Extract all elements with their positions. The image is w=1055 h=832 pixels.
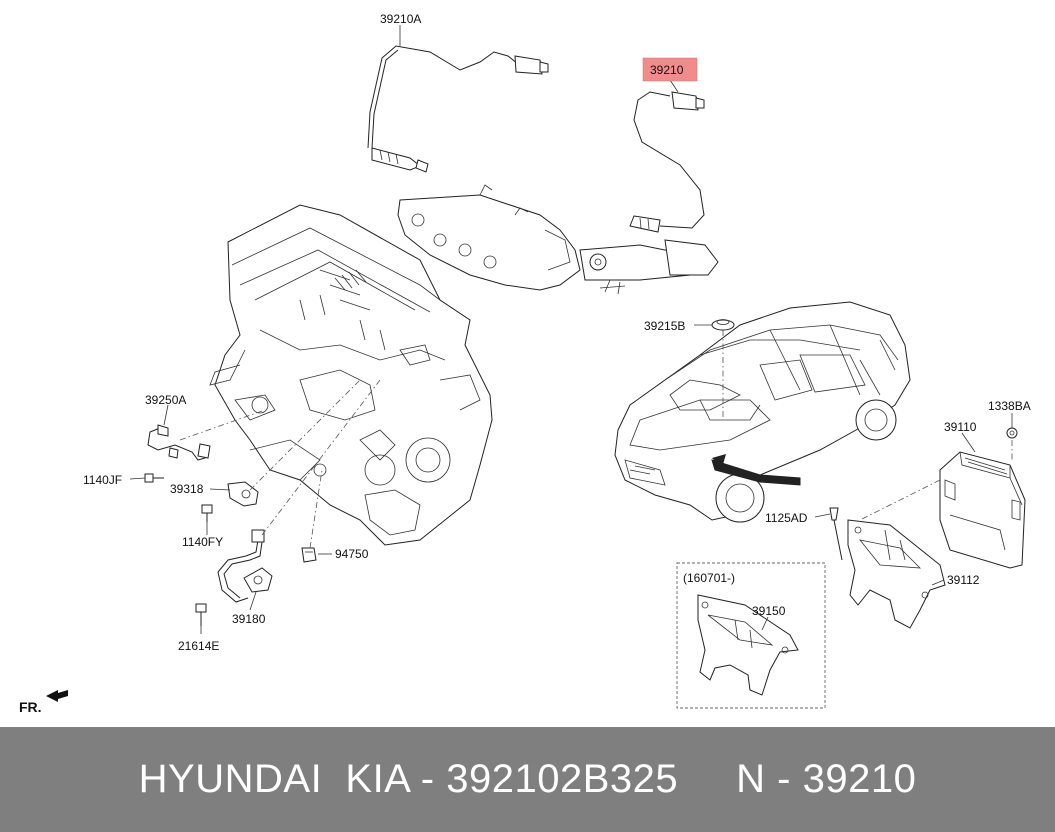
label-1140jf: 1140JF [83, 473, 122, 487]
label-94750: 94750 [335, 547, 369, 561]
highlight-box [642, 57, 698, 82]
label-39180: 39180 [232, 612, 266, 626]
sensor-39318 [227, 481, 259, 507]
bolt-21614e [195, 603, 207, 626]
label-39112: 39112 [947, 573, 980, 587]
label-39150: 39150 [752, 604, 786, 618]
variant-box-160701 [676, 562, 826, 709]
label-39210a: 39210A [380, 12, 421, 26]
label-1125ad: 1125AD [765, 511, 808, 525]
part-number-caption: HYUNDAI KIA - 392102B325 N - 39210 [138, 757, 917, 801]
label-39250a: 39250A [145, 393, 186, 407]
exhaust-manifold [397, 184, 719, 295]
front-direction-indicator: FR. [19, 690, 68, 715]
car-illustration [614, 301, 911, 523]
sensor-39180 [217, 529, 273, 603]
front-arrow-icon [46, 690, 68, 702]
leader-lines [129, 25, 1013, 634]
bracket-39112 [829, 507, 946, 629]
label-21614e: 21614E [178, 639, 219, 653]
sensor-94750 [301, 547, 317, 563]
engine-assembly [209, 204, 493, 546]
sensor-39250a [147, 424, 211, 461]
o2-sensor-39210a [367, 45, 549, 173]
o2-sensor-39210 [629, 91, 705, 233]
part-labels: 39210A 39210 39215B 39250A 1140JF 39318 … [83, 12, 1031, 653]
parts-diagram: 39210A 39210 39215B 39250A 1140JF 39318 … [19, 12, 1031, 715]
label-39210: 39210 [650, 63, 684, 77]
ecu-39110 [939, 427, 1026, 569]
footer-banner: HYUNDAI KIA - 392102B325 N - 39210 [0, 727, 1055, 832]
label-1338ba: 1338BA [988, 399, 1031, 413]
label-160701: (160701-) [683, 571, 735, 585]
fr-label: FR. [19, 699, 42, 715]
label-39318: 39318 [170, 482, 204, 496]
bolt-1140jf [144, 473, 164, 483]
grommet-39215b [711, 319, 735, 331]
label-39110: 39110 [944, 420, 977, 434]
label-39215b: 39215B [644, 319, 685, 333]
reference-lines [179, 330, 1013, 549]
label-1140fy: 1140FY [182, 535, 223, 549]
bolt-1140fy [201, 504, 213, 522]
